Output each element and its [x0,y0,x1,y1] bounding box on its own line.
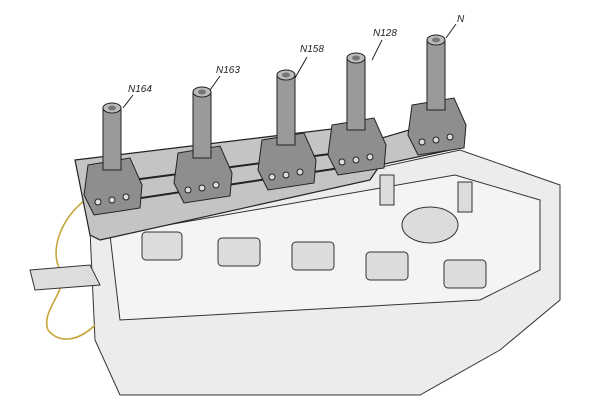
hose [29,264,101,291]
ignition-coil [327,52,387,176]
label-n128: N128 [373,28,397,39]
ignition-coil [173,86,233,204]
label-n164: N164 [128,84,152,95]
labels: N164 N163 N158 N128 N [122,14,465,109]
ignition-coil [257,69,317,191]
ignition-coils [83,34,467,216]
label-n163: N163 [216,65,240,76]
ignition-coil [83,102,143,216]
wire [45,199,96,340]
spark-plug-wells [141,174,487,289]
ignition-coil [407,34,467,156]
label-n158: N158 [300,44,324,55]
label-n: N [457,14,465,25]
